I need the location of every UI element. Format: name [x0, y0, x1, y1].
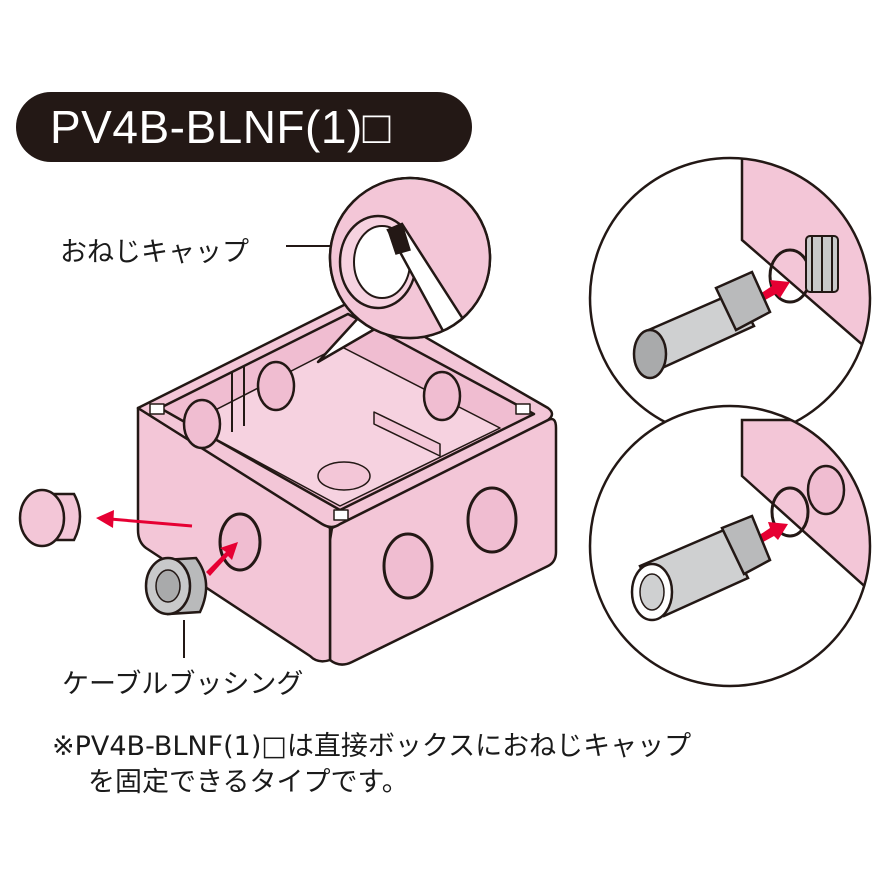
- cap-label: おねじキャップ: [60, 237, 249, 268]
- inner-hole-back-right: [422, 370, 462, 422]
- floor-rib: [373, 411, 441, 457]
- bushing-label: ケーブルブッシング: [62, 669, 304, 700]
- detail-circle-bottom: [588, 404, 872, 688]
- left-face-hole: [218, 512, 262, 572]
- product-title: PV4B-BLNF(1)□: [16, 92, 472, 162]
- floor-boss: [317, 461, 371, 491]
- note-line-1: ※PV4B-BLNF(1)□は直接ボックスにおねじキャップ: [52, 731, 692, 762]
- corner-post-right: [515, 403, 531, 415]
- remove-arrow-line: [109, 517, 193, 528]
- front-hole-left: [382, 532, 434, 600]
- top-locknut: [805, 235, 839, 293]
- bottom-connector: [630, 514, 772, 622]
- bottom-wall-hole: [806, 464, 846, 516]
- inner-hole-left: [182, 398, 222, 450]
- partition-slot: [231, 366, 245, 432]
- remove-arrow-head: [96, 510, 114, 528]
- note-line-2: を固定できるタイプです。: [88, 767, 409, 798]
- zoom-screwdriver-tip: [387, 222, 411, 255]
- cap-face: [18, 488, 66, 548]
- corner-post-left: [149, 403, 165, 415]
- insert-arrow: [206, 542, 238, 576]
- top-fitting: [632, 270, 772, 380]
- corner-post-front: [333, 509, 349, 521]
- cable-bushing: [144, 556, 208, 616]
- junction-box: [136, 299, 558, 666]
- detail-circle-top: [588, 156, 872, 440]
- zoom-callout: [316, 176, 492, 364]
- bottom-lock-ring: [770, 486, 810, 538]
- front-hole-right: [466, 486, 518, 554]
- inner-hole-back-left: [256, 360, 296, 412]
- removed-cap: [18, 488, 82, 548]
- bushing-inner: [155, 569, 181, 603]
- box-front-face: [328, 417, 558, 666]
